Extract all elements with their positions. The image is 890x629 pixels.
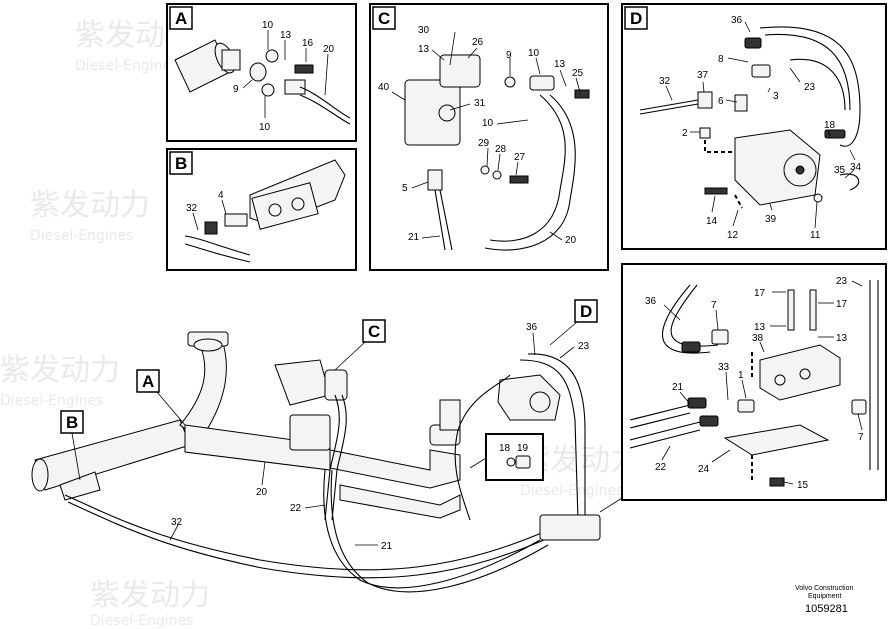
footer-division: Equipment: [808, 593, 842, 600]
label: 22: [290, 503, 302, 514]
mounting-plate: [723, 424, 830, 456]
label: 36: [731, 15, 743, 26]
label: 1: [738, 370, 744, 381]
label: 27: [514, 152, 526, 163]
watermark-brand: 紫发动力: [90, 578, 210, 613]
label: 10: [482, 118, 494, 129]
label: 32: [171, 517, 183, 528]
label: 39: [765, 214, 777, 225]
watermark-brand: 紫发动力: [30, 188, 150, 223]
panel-a-tag: A: [175, 9, 187, 28]
label: 20: [565, 235, 577, 246]
label: 35: [834, 165, 846, 176]
label: 38: [752, 333, 764, 344]
main-tag-c: C: [368, 322, 380, 341]
valve-block: [404, 79, 461, 146]
label: 28: [495, 144, 507, 155]
main-tag-a: A: [142, 372, 154, 391]
label: 21: [672, 382, 684, 393]
label: 23: [578, 341, 590, 352]
label: 10: [528, 48, 540, 59]
label: 17: [754, 288, 766, 299]
label: 2: [682, 128, 688, 139]
label: 19: [517, 443, 529, 454]
drawing-number: 1059281: [805, 603, 848, 615]
label: 12: [727, 230, 739, 241]
label: 8: [718, 54, 724, 65]
label: 13: [280, 30, 292, 41]
watermark-sub: Diesel-Engines: [0, 393, 103, 409]
drawing-footer: Volvo Construction Equipment 1059281: [795, 585, 853, 615]
label: 36: [645, 296, 657, 307]
label: 24: [698, 464, 710, 475]
label: 10: [259, 122, 271, 133]
label: 20: [256, 487, 268, 498]
label: 9: [506, 50, 512, 61]
label: 37: [697, 70, 709, 81]
detail-panel-a: A 10 13 16 20 9 10: [166, 3, 357, 142]
label: 13: [836, 333, 848, 344]
label: 7: [858, 432, 864, 443]
label: 13: [554, 59, 566, 70]
label: 21: [381, 541, 393, 552]
main-tag-d: D: [580, 302, 592, 321]
panel-d-tag: D: [630, 9, 642, 28]
watermark-brand: 紫发动力: [0, 353, 120, 388]
label: 32: [186, 203, 198, 214]
label: 18: [499, 443, 511, 454]
panel-b-tag: B: [175, 154, 187, 173]
panel-c-tag: C: [378, 9, 390, 28]
label: 21: [408, 232, 420, 243]
label: 23: [804, 82, 816, 93]
label: 10: [262, 20, 274, 31]
main-tag-b: B: [66, 413, 78, 432]
label: 34: [850, 162, 862, 173]
label: 13: [754, 322, 766, 333]
label: 14: [706, 216, 718, 227]
detail-panel-e: 23 36 17 17 7 13 13 38 33 1 21 7 22 24 1…: [621, 263, 887, 501]
label: 40: [378, 82, 390, 93]
label: 30: [418, 25, 430, 36]
label: 3: [773, 91, 779, 102]
label: 5: [402, 183, 408, 194]
callout-arrow-e: [599, 497, 623, 513]
label: 25: [572, 68, 584, 79]
footer-company: Volvo Construction: [795, 585, 853, 592]
main-assembly: A B C D 36 23 20 32 22 21 18 19: [31, 299, 601, 593]
label: 36: [526, 322, 538, 333]
watermark-sub: Diesel-Engines: [90, 613, 193, 629]
label: 4: [218, 190, 224, 201]
label: 16: [302, 38, 314, 49]
label: 22: [655, 462, 667, 473]
label: 11: [810, 230, 821, 241]
label: 18: [824, 120, 836, 131]
watermark-sub: Diesel-Engines: [75, 58, 178, 74]
detail-panel-b: B 4 32: [166, 148, 357, 271]
label: 31: [474, 98, 486, 109]
watermark-sub: Diesel-Engines: [520, 483, 623, 499]
label: 15: [797, 480, 809, 491]
label: 32: [659, 76, 671, 87]
label: 13: [418, 44, 430, 55]
label: 26: [472, 37, 484, 48]
label: 9: [233, 84, 239, 95]
watermark-sub: Diesel-Engines: [30, 228, 133, 244]
label: 33: [718, 362, 730, 373]
panel-a-tag-box: [169, 6, 193, 30]
label: 29: [478, 138, 490, 149]
label: 20: [323, 44, 335, 55]
label: 23: [836, 276, 848, 287]
label: 6: [718, 96, 724, 107]
label: 7: [711, 300, 717, 311]
detail-panel-c: C 30 13 26 9 10 13 25 40 31 10 29 28 27 …: [369, 3, 609, 271]
label: 17: [836, 299, 848, 310]
detail-panel-d: D 36 8 23 37 32 6 3 2 18 34 35: [621, 3, 887, 250]
